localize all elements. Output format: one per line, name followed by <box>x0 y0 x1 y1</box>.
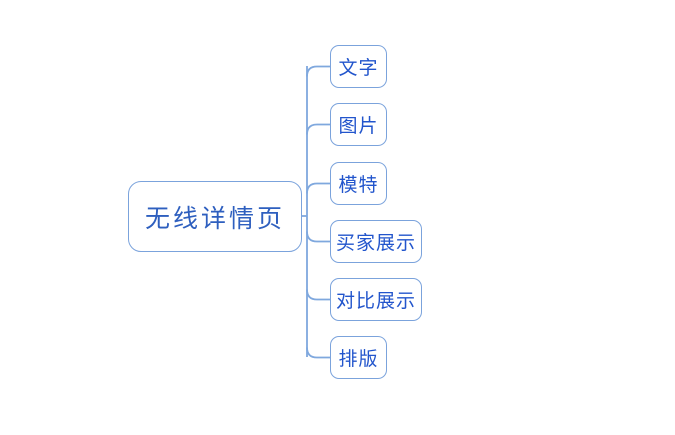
connector-branch <box>306 123 330 135</box>
connector-branch <box>306 347 330 359</box>
connector-branch <box>306 231 330 243</box>
mindmap-root-node[interactable]: 无线详情页 <box>128 181 302 252</box>
mindmap-root-label: 无线详情页 <box>144 203 285 233</box>
mindmap-child-node[interactable]: 买家展示 <box>330 220 422 263</box>
mindmap-child-label: 对比展示 <box>335 290 416 312</box>
mindmap-child-node[interactable]: 文字 <box>330 45 387 88</box>
mindmap-child-label: 图片 <box>338 115 379 137</box>
connector-branch <box>306 289 330 301</box>
connector-branch <box>306 65 330 77</box>
mindmap-child-node[interactable]: 模特 <box>330 162 387 205</box>
mindmap-child-node[interactable]: 图片 <box>330 103 387 146</box>
mindmap-child-node[interactable]: 对比展示 <box>330 278 422 321</box>
mindmap-child-label: 排版 <box>338 348 379 370</box>
mindmap-child-label: 文字 <box>338 57 379 79</box>
connector-branch <box>306 182 330 194</box>
mindmap-child-label: 买家展示 <box>335 232 416 254</box>
mindmap-child-label: 模特 <box>338 174 379 196</box>
mindmap-child-node[interactable]: 排版 <box>330 336 387 379</box>
